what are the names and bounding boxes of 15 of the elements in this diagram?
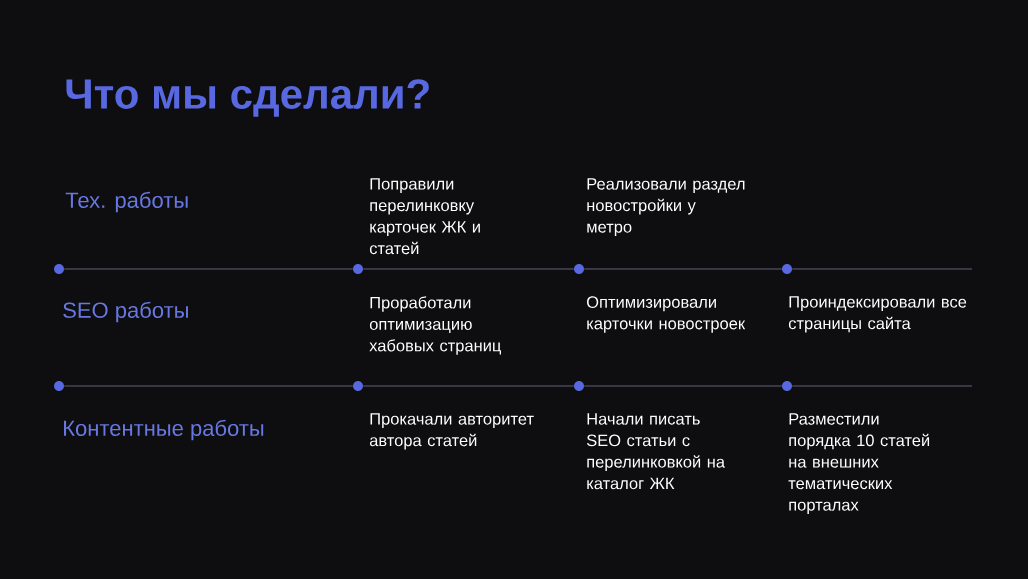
- timeline-line: [362, 268, 575, 270]
- row-label: SEO работы: [63, 301, 188, 323]
- timeline-line: [63, 268, 354, 270]
- timeline-line: [362, 385, 575, 387]
- task-text: Реализовали раздел новостройки у метро: [587, 178, 745, 236]
- task-text: Проиндексировали все страницы сайта: [788, 296, 967, 333]
- timeline-line: [791, 268, 973, 270]
- task-text: Проработали оптимизацию хабовых страниц: [369, 296, 501, 355]
- task-text: Оптимизировали карточки новостроек: [587, 296, 746, 333]
- timeline-line: [583, 268, 783, 270]
- timeline-line: [583, 385, 783, 387]
- task-text: Прокачали авторитет автора статей: [369, 413, 534, 450]
- slide-title: Что мы сделали?: [66, 79, 429, 117]
- timeline-line: [63, 385, 354, 387]
- timeline-line: [791, 385, 973, 387]
